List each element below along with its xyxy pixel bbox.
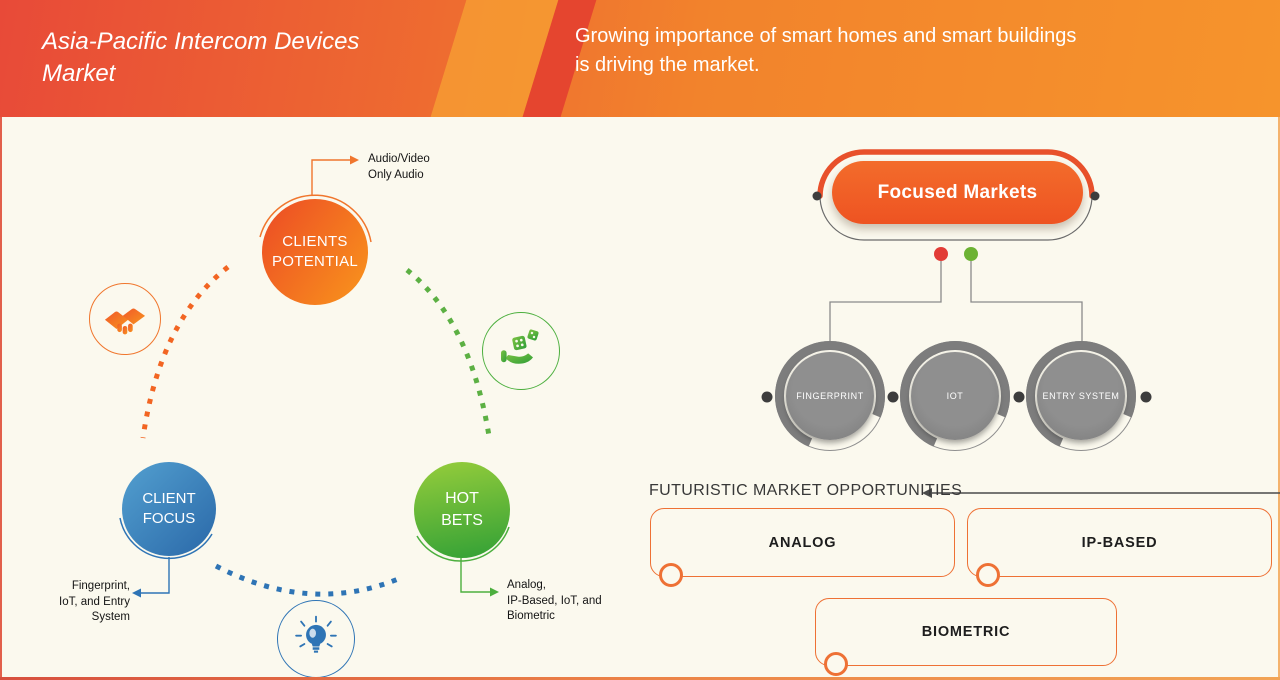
content-area: [0, 117, 1280, 680]
opportunity-box-biometric: BIOMETRIC: [815, 598, 1117, 676]
page-title: Asia-Pacific Intercom Devices Market: [42, 28, 360, 88]
callout-client-focus: Fingerprint, IoT, and Entry System: [59, 580, 130, 624]
opportunity-box-ip-based: IP-BASED: [967, 508, 1272, 587]
dice-hand-icon: [501, 329, 539, 364]
node-client-focus: CLIENT FOCUS: [122, 462, 216, 556]
market-label: ENTRY SYSTEM: [1037, 352, 1125, 440]
opportunity-box-analog: ANALOG: [650, 508, 955, 587]
opportunities-heading: FUTURISTIC MARKET OPPORTUNITIES: [649, 482, 963, 499]
handshake-icon-circle: [89, 283, 161, 355]
node-clients-potential: CLIENTS POTENTIAL: [262, 199, 368, 305]
header-subtitle: Growing importance of smart homes and sm…: [575, 25, 1077, 76]
corner-circle: [824, 652, 848, 676]
dice-hand-icon-circle: [482, 312, 560, 390]
lightbulb-icon: [295, 615, 337, 653]
node-hot-bets: HOT BETS: [414, 462, 510, 558]
market-circle-iot: IOT: [883, 324, 1027, 468]
market-circle-fingerprint: FINGERPRINT: [758, 324, 902, 468]
lightbulb-icon-circle: [277, 600, 355, 678]
handshake-icon: [104, 308, 146, 335]
bottom-accent-line: [0, 677, 1280, 680]
opportunity-label: IP-BASED: [1081, 534, 1158, 551]
market-label: FINGERPRINT: [786, 352, 874, 440]
callout-hot-bets: Analog, IP-Based, IoT, and Biometric: [507, 579, 602, 623]
corner-circle: [976, 563, 1000, 587]
market-circle-entry-system: ENTRY SYSTEM: [1009, 324, 1153, 468]
thin-ring: [1026, 341, 1136, 451]
header-banner: Asia-Pacific Intercom Devices Market Gro…: [0, 0, 1280, 117]
thin-ring: [775, 341, 885, 451]
corner-circle: [659, 563, 683, 587]
callout-clients-potential: Audio/Video Only Audio: [368, 153, 430, 181]
focused-markets-pill: Focused Markets: [832, 161, 1083, 224]
opportunity-label: ANALOG: [768, 534, 837, 551]
thin-ring: [900, 341, 1010, 451]
market-label: IOT: [911, 352, 999, 440]
opportunity-label: BIOMETRIC: [921, 624, 1011, 640]
